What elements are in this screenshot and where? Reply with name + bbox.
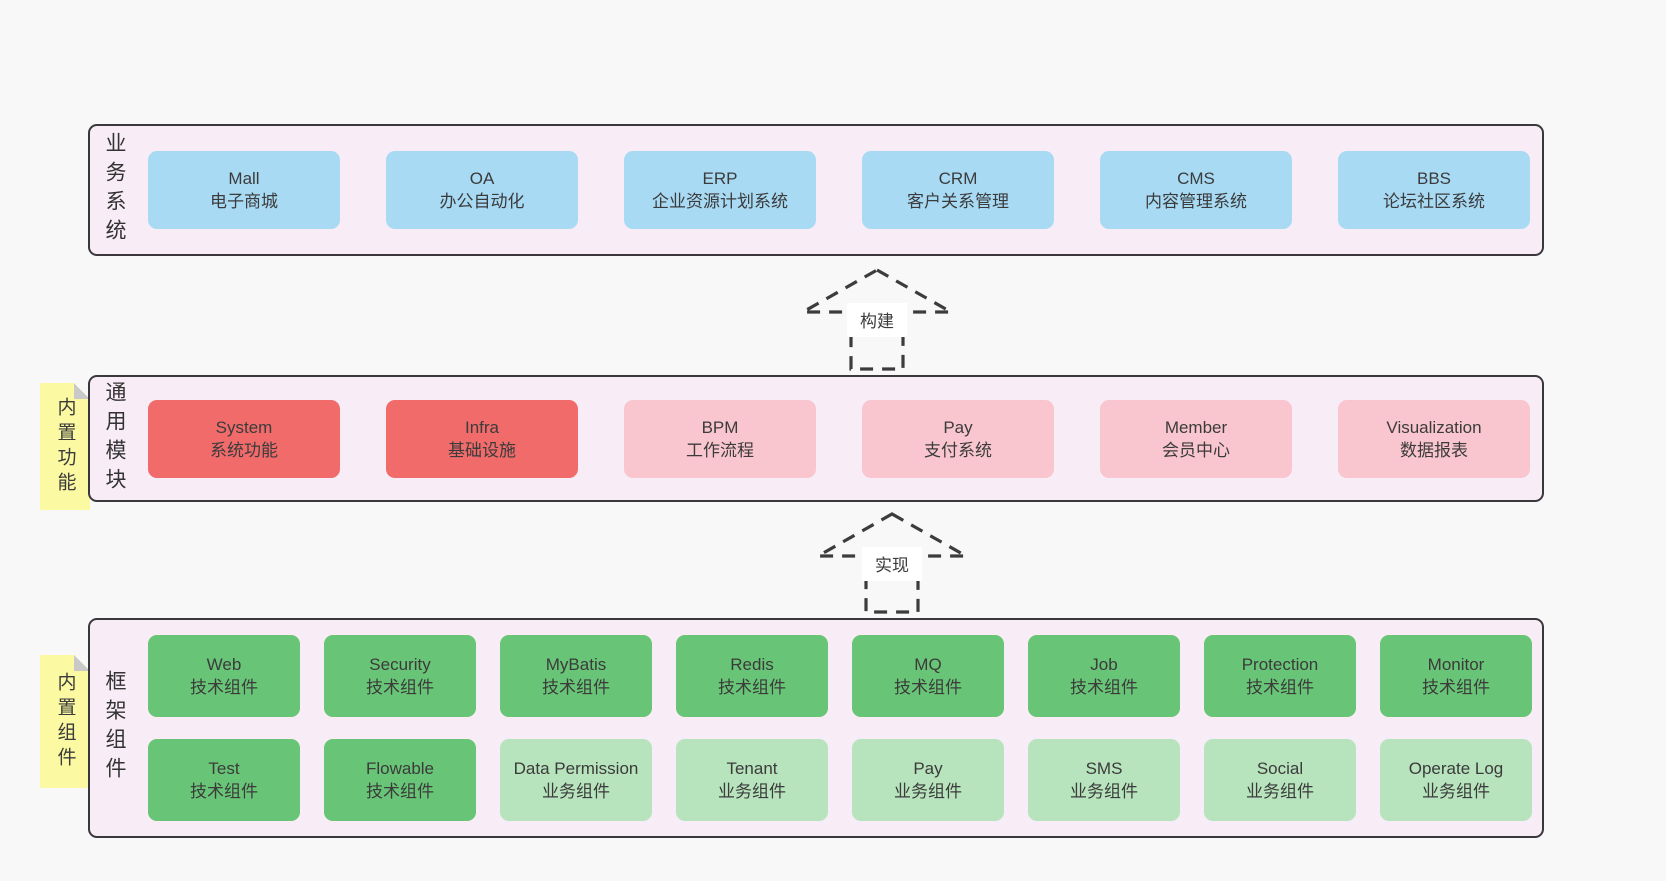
box-erp: ERP 企业资源计划系统 [624, 151, 816, 229]
framework-row-1: Web 技术组件 Security 技术组件 MyBatis 技术组件 Redi… [148, 635, 1532, 717]
box-system: System 系统功能 [148, 399, 340, 478]
box-infra: Infra 基础设施 [386, 399, 578, 478]
box-crm: CRM 客户关系管理 [862, 151, 1054, 229]
box-web-component: Web 技术组件 [148, 635, 300, 717]
box-redis-component: Redis 技术组件 [676, 635, 828, 717]
box-bpm: BPM 工作流程 [624, 399, 816, 478]
box-data-permission-component: Data Permission 业务组件 [500, 739, 652, 821]
panel-common-modules: 通用模块 System 系统功能 Infra 基础设施 BPM 工作流程 Pay… [88, 375, 1544, 502]
box-tenant-component: Tenant 业务组件 [676, 739, 828, 821]
panel-framework-components: 框架组件 Web 技术组件 Security 技术组件 MyBatis 技术组件… [88, 618, 1544, 838]
box-pay-component: Pay 业务组件 [852, 739, 1004, 821]
framework-box-rows: Web 技术组件 Security 技术组件 MyBatis 技术组件 Redi… [148, 635, 1532, 821]
box-flowable-component: Flowable 技术组件 [324, 739, 476, 821]
modules-box-row: System 系统功能 Infra 基础设施 BPM 工作流程 Pay 支付系统… [148, 399, 1530, 478]
box-cms: CMS 内容管理系统 [1100, 151, 1292, 229]
box-bbs: BBS 论坛社区系统 [1338, 151, 1530, 229]
note-label: 内置功能 [54, 396, 76, 497]
arrow-implement-label: 实现 [875, 556, 909, 575]
box-job-component: Job 技术组件 [1028, 635, 1180, 717]
box-sms-component: SMS 业务组件 [1028, 739, 1180, 821]
arrow-build-label: 构建 [860, 312, 894, 331]
box-monitor-component: Monitor 技术组件 [1380, 635, 1532, 717]
box-visualization: Visualization 数据报表 [1338, 399, 1530, 478]
arrow-implement-icon: 实现 [811, 512, 973, 614]
box-mq-component: MQ 技术组件 [852, 635, 1004, 717]
box-social-component: Social 业务组件 [1204, 739, 1356, 821]
box-operate-log-component: Operate Log 业务组件 [1380, 739, 1532, 821]
sticky-note-built-in-components: 内置组件 [40, 655, 90, 788]
panel-title: 框架组件 [103, 670, 126, 786]
panel-title: 通用模块 [103, 380, 126, 497]
business-box-row: Mall 电子商城 OA 办公自动化 ERP 企业资源计划系统 CRM 客户关系… [148, 151, 1530, 229]
framework-row-2: Test 技术组件 Flowable 技术组件 Data Permission … [148, 739, 1532, 821]
box-test-component: Test 技术组件 [148, 739, 300, 821]
box-member: Member 会员中心 [1100, 399, 1292, 478]
box-security-component: Security 技术组件 [324, 635, 476, 717]
sticky-note-built-in-features: 内置功能 [40, 383, 90, 510]
panel-title: 业务系统 [103, 132, 126, 248]
box-mybatis-component: MyBatis 技术组件 [500, 635, 652, 717]
box-pay-module: Pay 支付系统 [862, 399, 1054, 478]
note-label: 内置组件 [54, 671, 76, 772]
box-protection-component: Protection 技术组件 [1204, 635, 1356, 717]
arrow-build-icon: 构建 [796, 268, 958, 371]
panel-business-systems: 业务系统 Mall 电子商城 OA 办公自动化 ERP 企业资源计划系统 CRM… [88, 124, 1544, 256]
box-mall: Mall 电子商城 [148, 151, 340, 229]
box-oa: OA 办公自动化 [386, 151, 578, 229]
